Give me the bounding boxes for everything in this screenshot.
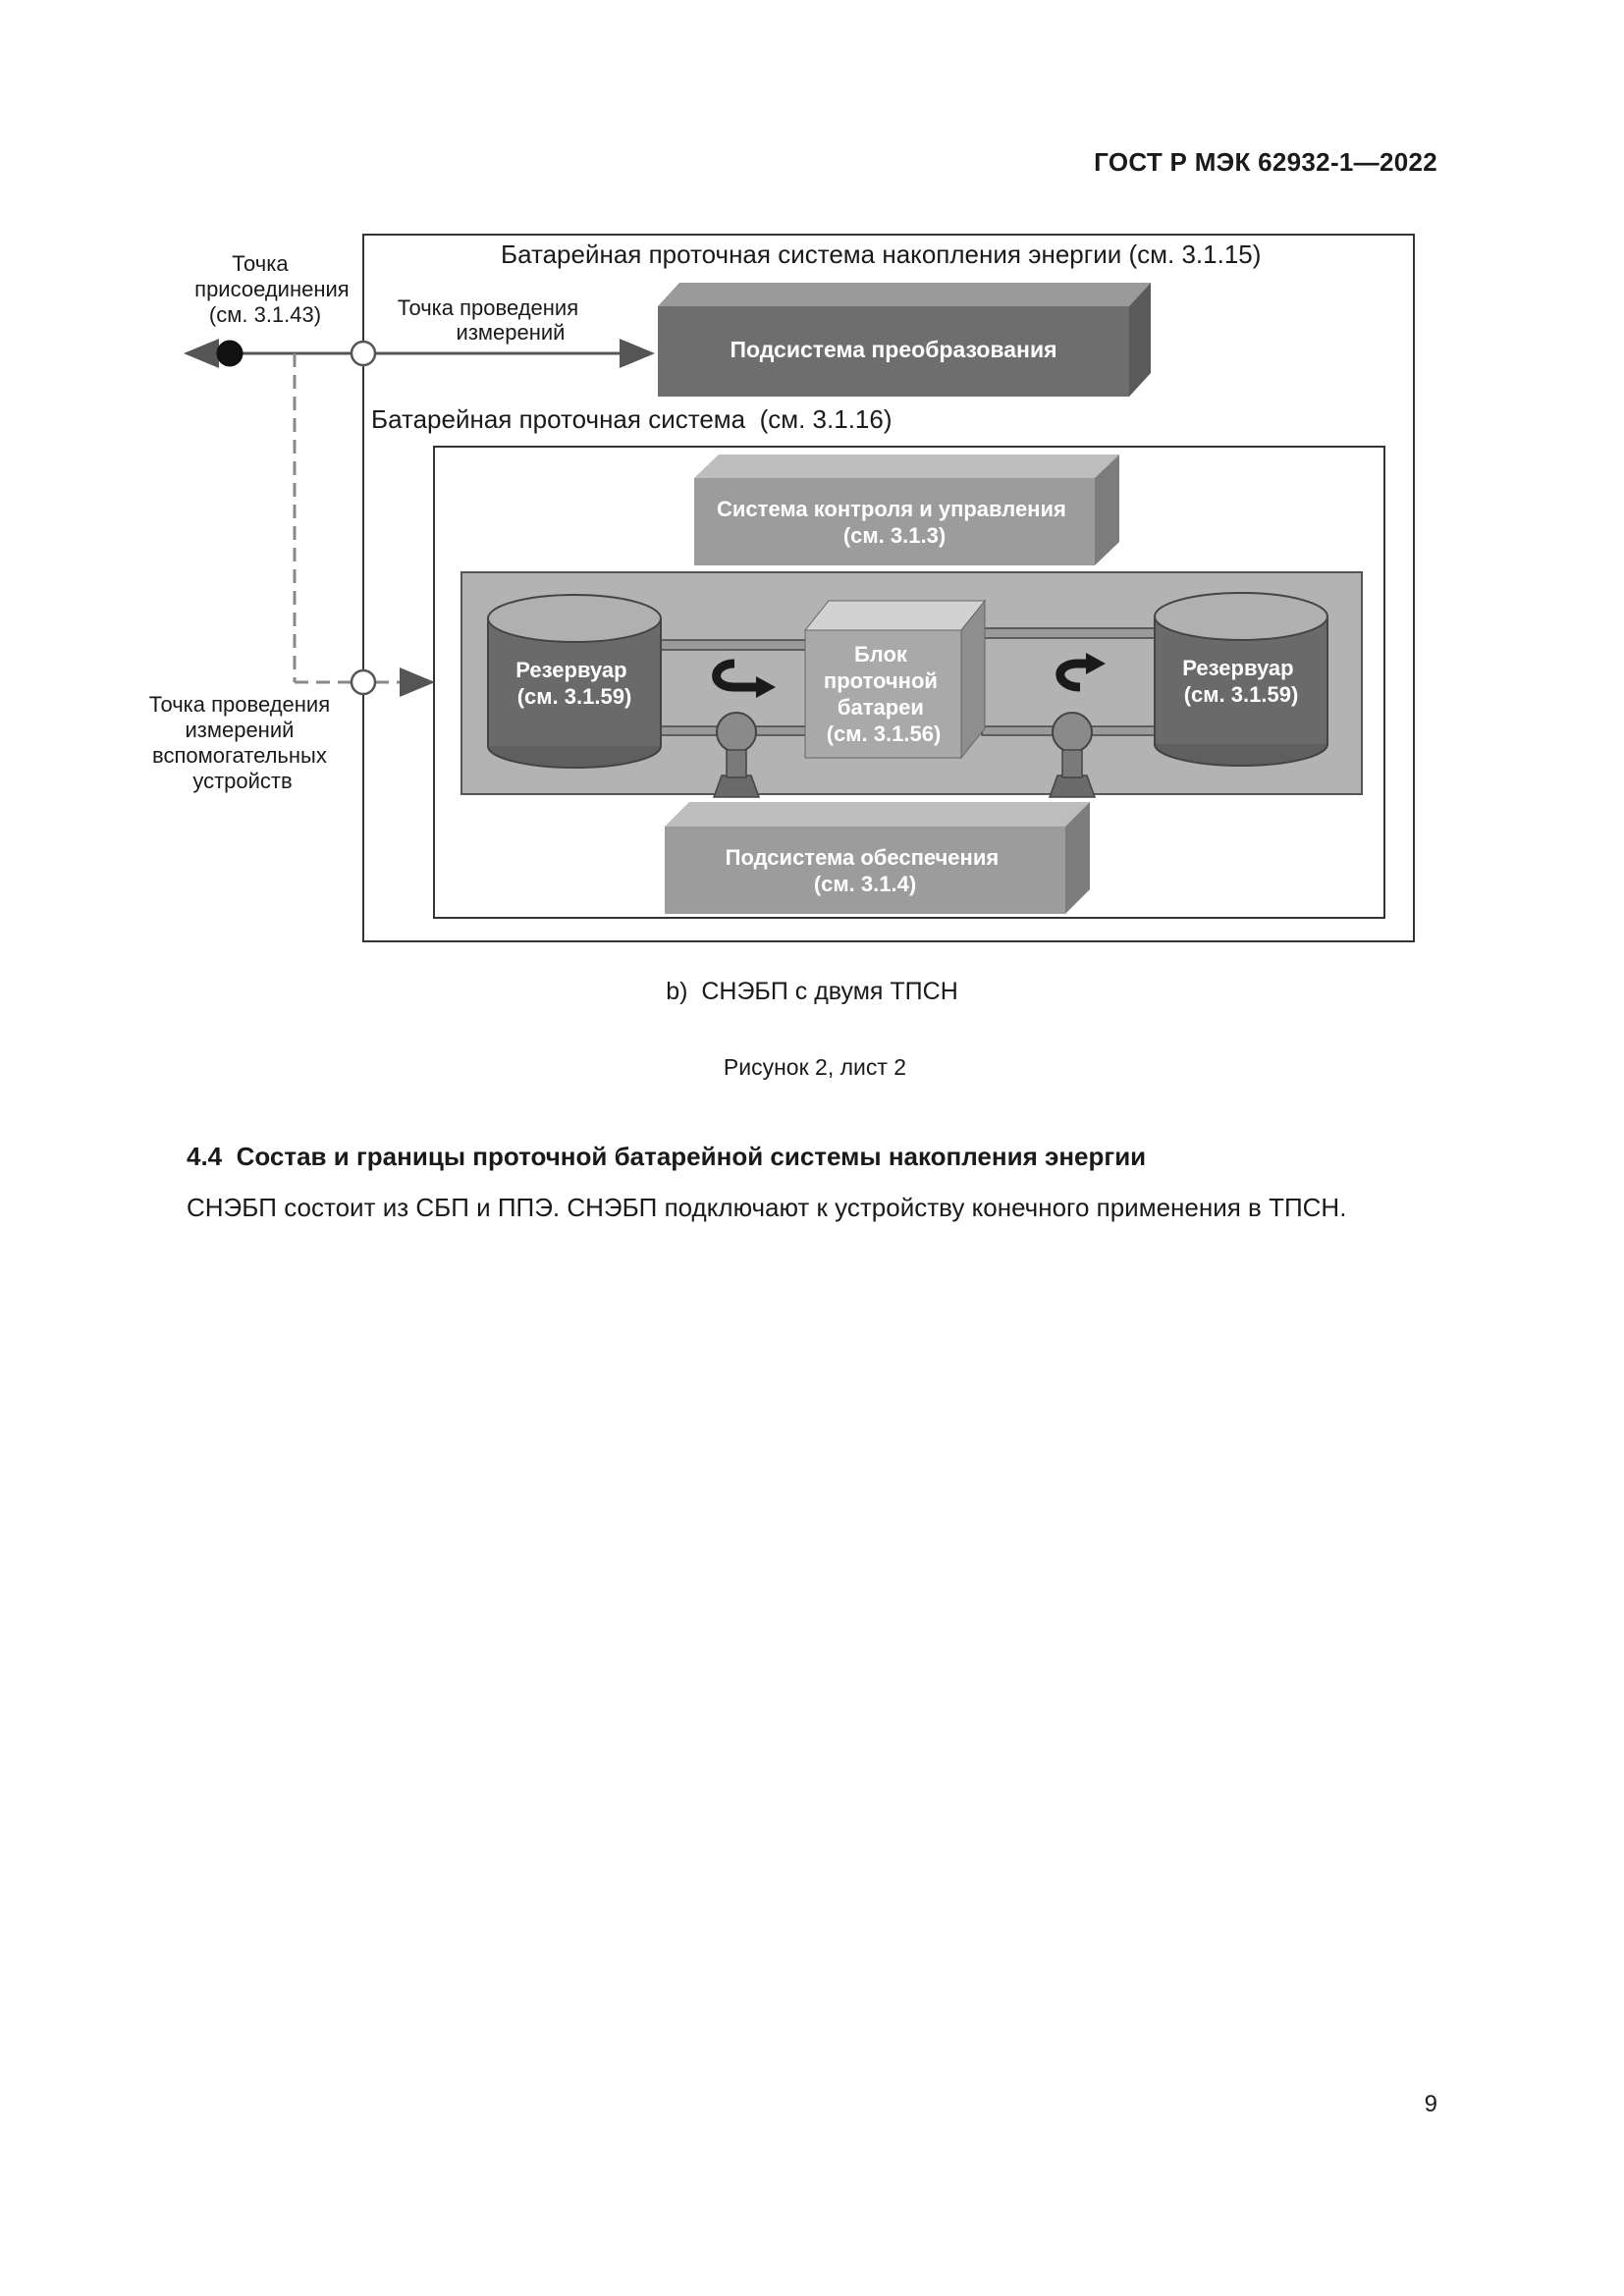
bfs-label: Батарейная проточная система (см. 3.1.16… bbox=[371, 404, 893, 434]
tank-right-label: Резервуар (см. 3.1.59) bbox=[1182, 656, 1299, 707]
flow-arrow-left-icon bbox=[712, 659, 776, 698]
measurement-point-circle bbox=[350, 340, 377, 367]
figure-caption: Рисунок 2, лист 2 bbox=[723, 1054, 907, 1080]
pipe-top-left bbox=[659, 639, 816, 651]
bfess-boundary bbox=[362, 234, 1415, 942]
support-subsystem-box: Подсистема обеспечения (см. 3.1.4) bbox=[665, 802, 1090, 914]
aux-measurement-point-label: Точка проведения измерений вспомогательн… bbox=[149, 692, 337, 793]
cell-stack-label: Блок проточной батареи (см. 3.1.56) bbox=[824, 642, 944, 746]
pump-right bbox=[1048, 712, 1097, 798]
tank-right: Резервуар (см. 3.1.59) bbox=[1154, 592, 1328, 767]
bfess-label: Батарейная проточная система накопления … bbox=[501, 240, 1261, 269]
bfs-boundary bbox=[433, 446, 1385, 919]
pipe-top-right bbox=[981, 627, 1158, 639]
section-heading: 4.4 Состав и границы проточной батарейно… bbox=[187, 1142, 1147, 1171]
pump-left bbox=[712, 712, 761, 798]
subfigure-caption: b) СНЭБП с двумя ТПСН bbox=[666, 978, 958, 1005]
conversion-subsystem-label: Подсистема преобразования bbox=[730, 337, 1056, 362]
tank-left-label: Резервуар (см. 3.1.59) bbox=[515, 658, 632, 709]
tank-left: Резервуар (см. 3.1.59) bbox=[487, 594, 662, 769]
connection-point-label: Точка присоединения (см. 3.1.43) bbox=[194, 251, 355, 327]
conversion-subsystem-box: Подсистема преобразования bbox=[658, 283, 1151, 397]
document-standard-id: ГОСТ Р МЭК 62932-1—2022 bbox=[1094, 147, 1437, 177]
control-system-label: Система контроля и управления (см. 3.1.3… bbox=[717, 497, 1072, 548]
support-subsystem-label: Подсистема обеспечения (см. 3.1.4) bbox=[726, 845, 1005, 896]
aux-measurement-point-circle bbox=[350, 668, 377, 696]
connection-point-dot bbox=[216, 340, 244, 367]
flow-arrow-right-icon bbox=[1056, 653, 1106, 692]
cell-stack-box: Блок проточной батареи (см. 3.1.56) bbox=[803, 599, 987, 760]
section-paragraph: СНЭБП состоит из СБП и ППЭ. СНЭБП подклю… bbox=[187, 1193, 1347, 1222]
flow-battery-diagram: Батарейная проточная система накопления … bbox=[149, 234, 1415, 942]
measurement-point-label: Точка проведения измерений bbox=[398, 295, 585, 345]
control-system-box: Система контроля и управления (см. 3.1.3… bbox=[694, 454, 1119, 565]
page-number: 9 bbox=[1424, 2091, 1437, 2117]
